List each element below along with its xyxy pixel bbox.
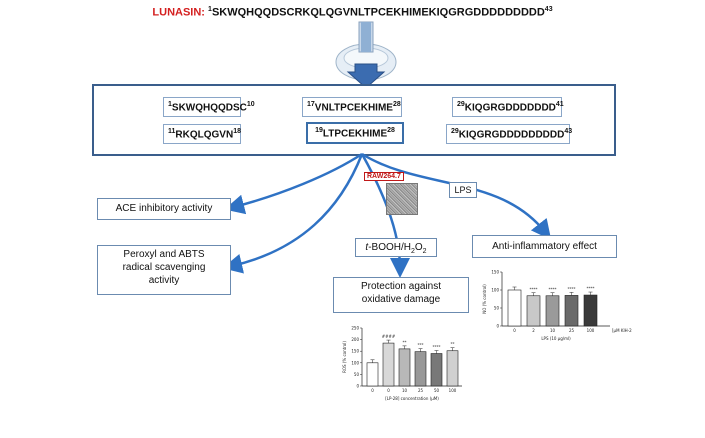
y-tick-label: 150 <box>351 349 359 354</box>
significance-label: #### <box>382 334 396 339</box>
arrow-ace <box>224 152 363 215</box>
bar <box>545 295 560 327</box>
y-tick-label: 100 <box>491 288 499 293</box>
y-tick-label: 50 <box>494 306 500 311</box>
x-tick-label: 0 <box>371 388 374 393</box>
y-tick-label: 150 <box>491 270 499 275</box>
peptide-29-41: 29KIQGRGDDDDDDD41 <box>452 97 564 118</box>
x-tick-label: 0 <box>387 388 390 393</box>
lunasin-sequence: SKWQHQQDSCRKQLQGVNLTPCEKHIMEKIQGRGDDDDDD… <box>211 6 545 19</box>
peptide-11-18: 11RKQLQGVN18 <box>163 124 241 145</box>
no-bar-chart: 0 50 100 150 NO (% control) 0 **** 2 **** 10 **** 2… <box>482 270 632 342</box>
y-tick-label: 0 <box>496 324 499 329</box>
bar <box>507 289 522 327</box>
anti-inflammatory-box: Anti-inflammatory effect <box>472 235 617 258</box>
x-tick-label: 25 <box>569 328 575 333</box>
peptide-17-28: 17VNLTPCEKHIME28 <box>302 97 402 118</box>
lunasin-title: LUNASIN: 1SKWQHQQDSCRKQLQGVNLTPCEKHIMEKI… <box>0 6 705 19</box>
arrow-peroxyl <box>222 153 364 274</box>
bar <box>382 342 395 387</box>
bar <box>564 295 579 327</box>
bar <box>446 350 459 387</box>
bar <box>366 362 379 387</box>
lps-label: LPS <box>449 182 477 198</box>
protection-oxidative-box: Protection against oxidative damage <box>333 277 469 313</box>
y-tick-label: 50 <box>354 372 360 377</box>
x-tick-label: 25 <box>418 388 424 393</box>
bar <box>526 295 541 327</box>
peptide-1-10: 1SKWQHQQDSC10 <box>163 97 255 118</box>
bar <box>583 294 598 327</box>
significance-label: **** <box>549 287 557 292</box>
peptide-19-28-highlight: 19LTPCEKHIME28 <box>306 122 404 145</box>
x-tick-label: 100 <box>587 328 595 333</box>
digestion-funnel-icon <box>335 21 397 89</box>
x-tick-label: 100 <box>449 388 457 393</box>
bar <box>398 348 411 387</box>
y-tick-label: 0 <box>356 384 359 389</box>
y-axis-label: NO (% control) <box>482 284 487 314</box>
significance-label: **** <box>530 287 538 292</box>
x-tick-label: 10 <box>550 328 556 333</box>
raw264-label: RAW264.7 <box>364 172 404 181</box>
y-tick-label: 100 <box>351 360 359 365</box>
cell-micrograph <box>386 183 418 215</box>
peptide-29-43: 29KIQGRGDDDDDDDDD43 <box>446 124 572 145</box>
significance-label: **** <box>587 286 595 291</box>
y-axis-label: ROS (% control) <box>342 341 347 373</box>
lunasin-name: LUNASIN: <box>152 6 205 19</box>
x-tick-label: 50 <box>434 388 440 393</box>
x-axis-label: [LP-28] concentration (μM) <box>385 396 439 401</box>
ace-inhibitory-box: ACE inhibitory activity <box>97 198 231 220</box>
significance-label: ** <box>403 340 407 345</box>
tbooh-h2o2-box: t-BOOH/H2O2 <box>355 238 437 257</box>
group-label: [μM KIH-28] <box>612 328 632 333</box>
x-axis-label: LPS (10 μg/ml) <box>541 336 571 341</box>
title-start-index: 1 <box>208 6 212 13</box>
x-tick-label: 0 <box>513 328 516 333</box>
x-tick-label: 10 <box>402 388 408 393</box>
significance-label: ** <box>451 342 455 347</box>
y-tick-label: 200 <box>351 337 359 342</box>
peroxyl-abts-box: Peroxyl and ABTS radical scavenging acti… <box>97 245 231 295</box>
bar <box>430 353 443 387</box>
title-end-index: 43 <box>544 6 553 13</box>
x-tick-label: 2 <box>532 328 535 333</box>
bar <box>414 351 427 387</box>
significance-label: *** <box>418 343 424 348</box>
significance-label: **** <box>568 286 576 291</box>
significance-label: **** <box>433 345 441 350</box>
y-tick-label: 250 <box>351 326 359 331</box>
